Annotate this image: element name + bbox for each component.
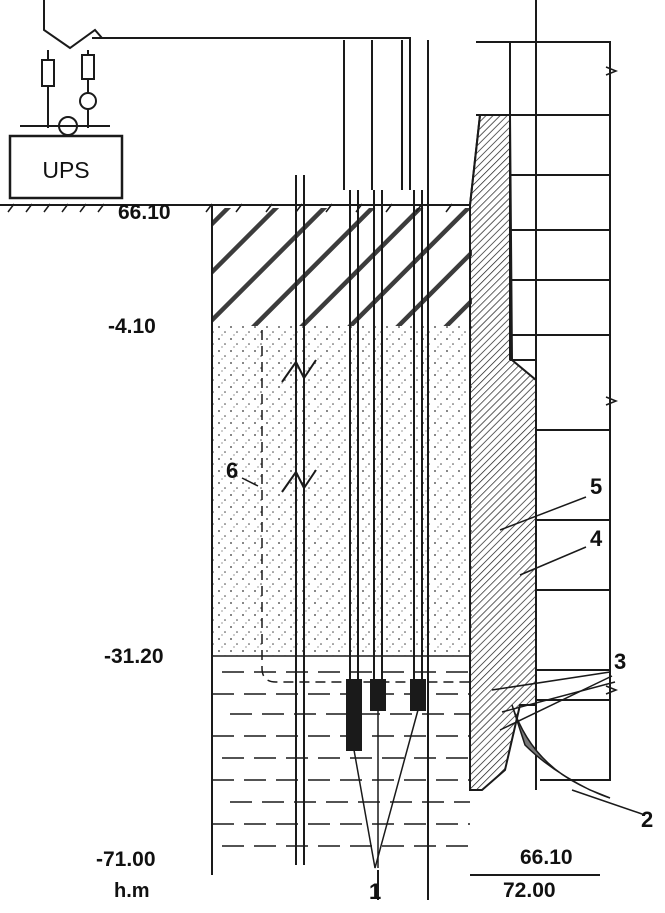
- clay-water-layer: [212, 655, 470, 847]
- callout-6: 6: [226, 458, 238, 483]
- right-bottom-elevation-label: 72.00: [503, 879, 556, 902]
- supply-cable: [92, 37, 411, 190]
- supply-switch-line: [43, 0, 103, 50]
- callout-5: 5: [590, 474, 602, 499]
- meter-icon: [79, 92, 97, 110]
- sand-layer: [212, 326, 472, 656]
- filter-screen-3: [410, 679, 426, 711]
- wellpoint-center: [343, 40, 429, 900]
- power-supply-group: UPS: [8, 0, 411, 200]
- breaker-icon: [81, 54, 95, 80]
- filter-screen-1: [346, 679, 362, 751]
- wall-face-line: [469, 114, 481, 790]
- wellpoint-left: [281, 175, 317, 865]
- toe-elevation-label: -71.00: [96, 848, 156, 871]
- sand-zone-boundary: [261, 330, 470, 683]
- callout-3: 3: [614, 649, 626, 674]
- callout-1: 1: [369, 879, 381, 904]
- clay-layer: [212, 208, 472, 326]
- callout-2: 2: [641, 807, 653, 832]
- ground-elevation-label: 66.10: [118, 201, 171, 224]
- ups-label: UPS: [42, 157, 89, 183]
- grout-zone: [511, 704, 611, 799]
- clay-bottom-elevation-label: -4.10: [108, 315, 156, 338]
- right-lower-elevation-label: 66.10: [520, 846, 573, 869]
- unit-label: h.m: [114, 880, 150, 902]
- callout-4: 4: [590, 526, 603, 551]
- fuse-icon: [41, 59, 55, 87]
- sand-bottom-elevation-label: -31.20: [104, 645, 164, 668]
- leader-lines: [241, 477, 646, 816]
- filter-screen-2: [370, 679, 386, 711]
- ups-box: [8, 134, 124, 200]
